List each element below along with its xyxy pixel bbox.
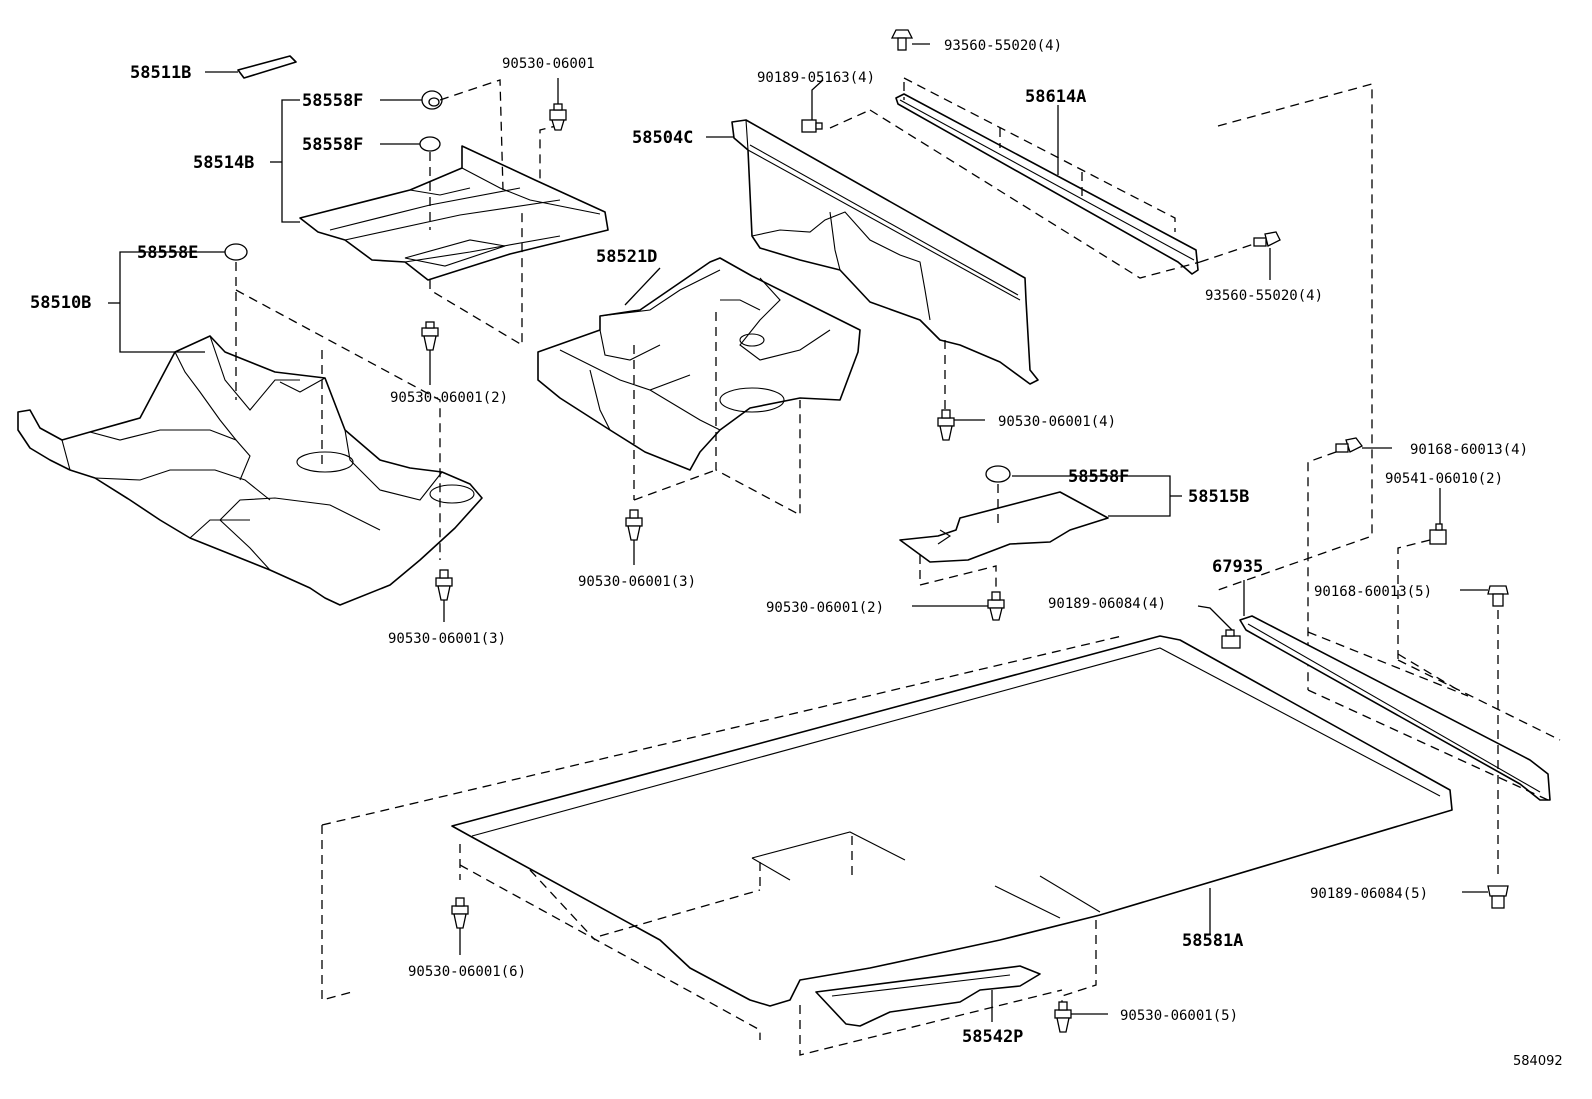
fastener-90530-2-right[interactable] — [987, 591, 1005, 621]
fastener-90541[interactable] — [1429, 523, 1447, 545]
fastener-90189-05163[interactable] — [801, 119, 823, 133]
label-58558e: 58558E — [137, 243, 198, 263]
label-58558f-2: 58558F — [302, 135, 363, 155]
part-67935-rail[interactable] — [1239, 615, 1551, 801]
label-58558f-1: 58558F — [302, 91, 363, 111]
part-58542p-piece[interactable] — [815, 965, 1041, 1027]
part-58614a-rail[interactable] — [895, 93, 1199, 275]
fastener-90189-06084-a[interactable] — [1221, 629, 1241, 649]
label-90530-3-left: 90530-06001(3) — [388, 631, 506, 647]
fastener-90530-4[interactable] — [937, 409, 955, 441]
label-90189-06084-a: 90189-06084(4) — [1048, 596, 1166, 612]
fastener-90530-6[interactable] — [451, 897, 469, 929]
fastener-90168-b[interactable] — [1487, 585, 1509, 607]
label-90168-b: 90168-60013(5) — [1314, 584, 1432, 600]
label-90530-2-right: 90530-06001(2) — [766, 600, 884, 616]
label-58511b: 58511B — [130, 63, 191, 83]
label-58510b: 58510B — [30, 293, 91, 313]
label-90530-2: 90530-06001(2) — [390, 390, 508, 406]
label-93560-right: 93560-55020(4) — [1205, 288, 1323, 304]
fastener-93560-right[interactable] — [1253, 231, 1281, 247]
part-58511b-strip[interactable] — [237, 55, 297, 79]
label-58515b: 58515B — [1188, 487, 1249, 507]
fastener-90530-top[interactable] — [549, 103, 567, 131]
part-58514b-mat[interactable] — [299, 145, 609, 281]
diagram-code: 584092 — [1513, 1054, 1563, 1069]
label-90189-05163: 90189-05163(4) — [757, 70, 875, 86]
clip-58558f-3[interactable] — [985, 465, 1011, 483]
part-58504c-panel[interactable] — [731, 119, 1039, 385]
part-58521d-mat[interactable] — [537, 257, 861, 471]
label-90541: 90541-06010(2) — [1385, 471, 1503, 487]
part-58581a-panel[interactable] — [451, 635, 1453, 1007]
label-58558f-3: 58558F — [1068, 467, 1129, 487]
clip-58558e[interactable] — [224, 243, 248, 261]
label-58514b: 58514B — [193, 153, 254, 173]
label-90168-a: 90168-60013(4) — [1410, 442, 1528, 458]
label-58504c: 58504C — [632, 128, 693, 148]
label-58581a: 58581A — [1182, 931, 1243, 951]
fastener-90168-a[interactable] — [1335, 437, 1363, 453]
label-58542p: 58542P — [962, 1027, 1023, 1047]
label-90530-5: 90530-06001(5) — [1120, 1008, 1238, 1024]
fastener-93560-top[interactable] — [890, 29, 914, 51]
clip-58558f-2[interactable] — [419, 136, 441, 152]
fastener-90189-06084-b[interactable] — [1487, 885, 1509, 909]
label-58521d: 58521D — [596, 247, 657, 267]
fastener-90530-5[interactable] — [1054, 1001, 1072, 1033]
label-90530-6: 90530-06001(6) — [408, 964, 526, 980]
clip-58558f-1[interactable] — [421, 90, 443, 110]
fastener-90530-3-center[interactable] — [625, 509, 643, 541]
label-67935: 67935 — [1212, 557, 1263, 577]
part-58515b-mat[interactable] — [899, 491, 1109, 563]
label-93560-top: 93560-55020(4) — [944, 38, 1062, 54]
label-90530-4: 90530-06001(4) — [998, 414, 1116, 430]
part-58510b-carpet[interactable] — [17, 335, 483, 606]
fastener-90530-2[interactable] — [421, 321, 439, 351]
label-90530-top: 90530-06001 — [502, 56, 595, 72]
label-58614a: 58614A — [1025, 87, 1086, 107]
fastener-90530-3-left[interactable] — [435, 569, 453, 601]
label-90189-06084-b: 90189-06084(5) — [1310, 886, 1428, 902]
label-90530-3-center: 90530-06001(3) — [578, 574, 696, 590]
